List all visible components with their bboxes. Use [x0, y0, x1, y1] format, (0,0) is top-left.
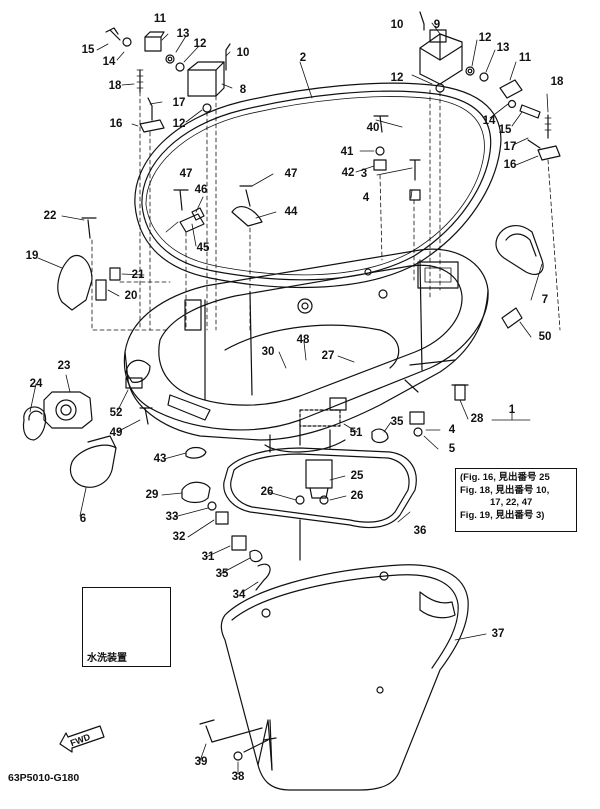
note-line: 17, 22, 47: [490, 497, 533, 508]
callout: 14: [482, 115, 496, 127]
callout: 26: [350, 490, 364, 502]
callout: 44: [284, 206, 298, 218]
alignment-lines: [91, 89, 561, 331]
wash-device-inset: 水洗装置: [82, 587, 171, 667]
callout: 31: [201, 551, 215, 563]
callout: 19: [25, 250, 39, 262]
callout: 28: [470, 413, 484, 425]
callout: 50: [538, 331, 552, 343]
callout: 35: [390, 416, 404, 428]
callout: 10: [236, 47, 250, 59]
callout: 26: [260, 486, 274, 498]
right-side-parts: [371, 225, 544, 444]
callout: 22: [43, 210, 57, 222]
callout: 18: [108, 80, 122, 92]
callout: 23: [57, 360, 71, 372]
callout: 38: [231, 771, 245, 783]
callout: 18: [550, 76, 564, 88]
callout: 36: [413, 525, 427, 537]
callout: 12: [478, 32, 492, 44]
callout: 5: [448, 443, 456, 455]
callout: 33: [165, 511, 179, 523]
note-line: (Fig. 16, 見出番号 25: [460, 472, 550, 483]
callout: 46: [194, 184, 208, 196]
callout: 21: [131, 269, 145, 281]
callout: 11: [518, 52, 532, 64]
fwd-arrow: [59, 725, 105, 753]
callout: 48: [296, 334, 310, 346]
callout: 39: [194, 756, 208, 768]
callout: 47: [179, 168, 193, 180]
left-bracket-assembly: [105, 27, 231, 133]
cowling-seal: [134, 82, 502, 289]
callout: 1: [508, 404, 516, 416]
small-fasteners: [57, 115, 421, 311]
callout: 9: [433, 19, 441, 31]
callout: 27: [321, 350, 335, 362]
bottom-fasteners: [199, 719, 269, 761]
callout: 4: [448, 424, 456, 436]
callout: 30: [261, 346, 275, 358]
callout: 12: [172, 118, 186, 130]
callout: 51: [349, 427, 363, 439]
callout: 25: [350, 470, 364, 482]
callout: 43: [153, 453, 167, 465]
callout: 16: [503, 159, 517, 171]
note-line: Fig. 18, 見出番号 10,: [460, 484, 550, 496]
callout: 14: [102, 56, 116, 68]
callout: 52: [109, 407, 123, 419]
callout: 16: [109, 118, 123, 130]
callout: 12: [390, 72, 404, 84]
callout: 17: [172, 97, 186, 109]
callout: 34: [232, 589, 246, 601]
callout: 8: [239, 84, 247, 96]
center-lower-parts: [181, 459, 333, 591]
inset-label: 水洗装置: [87, 653, 127, 664]
callout: 7: [541, 294, 549, 306]
callout: 29: [145, 489, 159, 501]
callout: 42: [341, 167, 355, 179]
left-side-parts: [22, 359, 207, 488]
note-line: Fig. 19, 見出番号 3): [460, 509, 545, 521]
callout: 45: [196, 242, 210, 254]
callout: 37: [491, 628, 505, 640]
callout: 35: [215, 568, 229, 580]
callout: 13: [176, 28, 190, 40]
callout: 12: [193, 38, 207, 50]
callout: 4: [362, 192, 370, 204]
leader-lines: [29, 22, 549, 775]
callout: 2: [299, 52, 307, 64]
callout: 6: [79, 513, 87, 525]
reference-note-box: (Fig. 16, 見出番号 25 Fig. 18, 見出番号 10, 17, …: [455, 468, 577, 532]
callout: 13: [496, 42, 510, 54]
callout: 10: [390, 19, 404, 31]
callout: 15: [498, 124, 512, 136]
lower-cowling-shell: [220, 564, 469, 791]
callout: 49: [109, 427, 123, 439]
callout: 40: [366, 122, 380, 134]
gasket: [223, 447, 417, 529]
callout: 15: [81, 44, 95, 56]
callout: 47: [284, 168, 298, 180]
callout: 3: [360, 168, 368, 180]
callout: 41: [340, 146, 354, 158]
diagram-code: 63P5010-G180: [8, 772, 80, 784]
callout: 32: [172, 531, 186, 543]
callout: 11: [153, 13, 167, 25]
callout: 24: [29, 378, 43, 390]
callout: 20: [124, 290, 138, 302]
callout: 17: [503, 141, 517, 153]
